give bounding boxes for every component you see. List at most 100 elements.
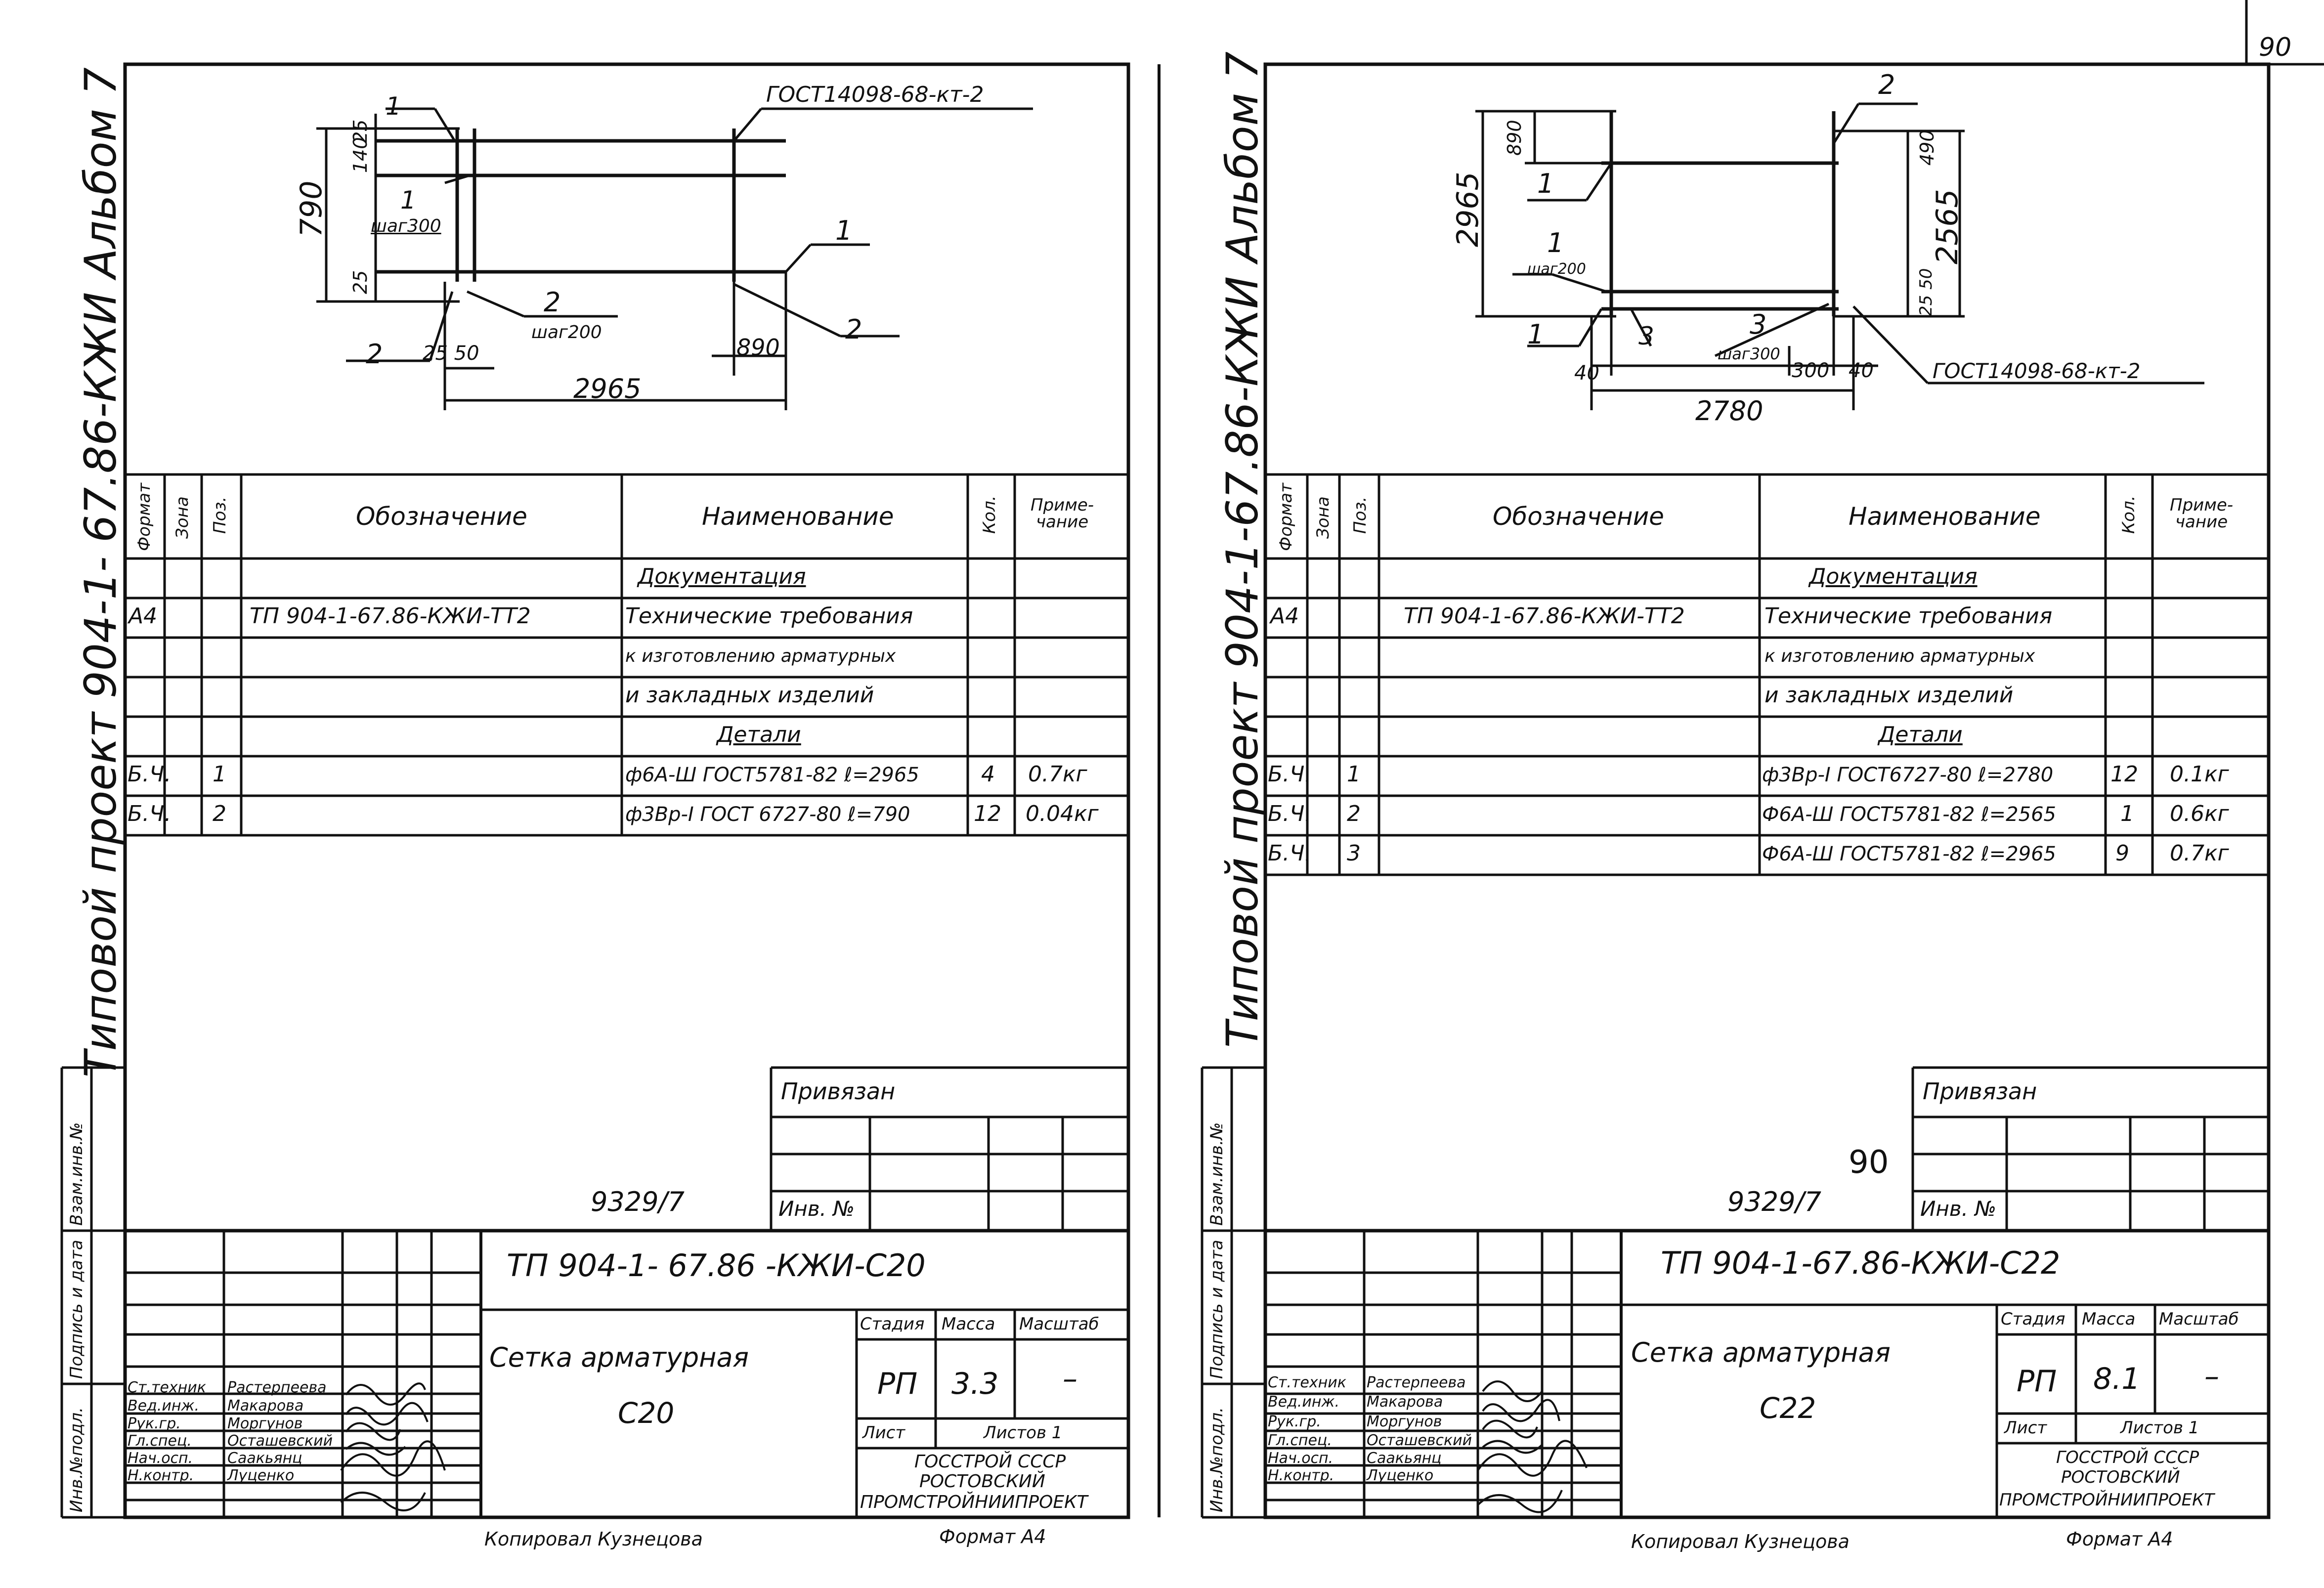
left-row-6-note: 0.04кг: [1026, 801, 1099, 826]
right-hdr-designation: Обозначение: [1493, 502, 1664, 531]
left-pos-1-step: шаг300: [371, 216, 441, 236]
left-role-5: Н.контр.: [128, 1467, 194, 1484]
left-org2: РОСТОВСКИЙ: [919, 1471, 1045, 1492]
left-row-1-format: А4: [129, 603, 158, 629]
right-role-1-name: Макарова: [1367, 1393, 1443, 1411]
right-role-2: Рук.гр.: [1268, 1413, 1321, 1430]
right-org3: ПРОМСТРОЙНИИПРОЕКТ: [1999, 1490, 2215, 1510]
right-drawing-code: ТП 904-1-67.86-КЖИ-С22: [1661, 1245, 2061, 1281]
right-row-7-pos: 3: [1347, 841, 1361, 866]
right-row-2-name: к изготовлению арматурных: [1765, 646, 2035, 666]
right-hdr-note: Приме- чание: [2170, 495, 2234, 532]
right-hdr-name: Наименование: [1849, 502, 2041, 531]
left-role-4-name: Саакьянц: [227, 1450, 302, 1467]
right-pos-1-step: шаг200: [1527, 260, 1586, 278]
right-hdr-format: Формат: [1276, 483, 1296, 551]
right-hdr-zone: Зона: [1313, 496, 1333, 539]
left-pos-2-center: 2: [544, 287, 561, 318]
left-dim-890: 890: [736, 334, 780, 361]
right-row-6-name: Ф6А-Ш ГОСТ5781-82 ℓ=2565: [1762, 803, 2056, 826]
right-row-0-name: Документация: [1809, 564, 1978, 589]
left-role-1: Вед.инж.: [128, 1397, 199, 1415]
left-row-6-format: Б.Ч.: [128, 801, 172, 826]
left-row-6-pos: 2: [213, 801, 226, 826]
left-org3: ПРОМСТРОЙНИИПРОЕКТ: [860, 1492, 1088, 1512]
left-privyazan: Привязан: [781, 1078, 896, 1105]
left-row-3-name: и закладных изделий: [625, 683, 874, 708]
right-row-3-name: и закладных изделий: [1765, 683, 2014, 708]
right-row-4-name: Детали: [1878, 722, 1963, 747]
left-pos-1-right: 1: [835, 215, 853, 246]
right-role-4: Нач.осп.: [1268, 1450, 1334, 1467]
right-role-5: Н.контр.: [1268, 1467, 1334, 1484]
left-sheet-label: Лист: [862, 1423, 905, 1443]
left-pos-2-right: 2: [845, 314, 862, 345]
right-name-line2: С22: [1760, 1391, 1816, 1425]
right-handwritten-number: 90: [1849, 1144, 1889, 1181]
left-row-4-name: Детали: [717, 722, 801, 747]
right-privyazan: Привязан: [1923, 1078, 2037, 1105]
left-sheet-ref: 9329/7: [591, 1186, 685, 1217]
right-row-5-qty: 12: [2110, 762, 2138, 787]
right-dim-2565: 2565: [1930, 189, 1965, 264]
right-role-1: Вед.инж.: [1268, 1393, 1339, 1411]
left-mass: 3.3: [951, 1367, 999, 1401]
right-row-7-name: Ф6А-Ш ГОСТ5781-82 ℓ=2965: [1762, 843, 2056, 865]
left-row-1-designation: ТП 904-1-67.86-КЖИ-ТТ2: [250, 603, 531, 629]
signature-scribbles: [340, 1380, 1588, 1513]
left-role-0-name: Растерпеева: [227, 1379, 327, 1396]
left-org1: ГОССТРОЙ СССР: [914, 1452, 1066, 1472]
right-row-1-designation: ТП 904-1-67.86-КЖИ-ТТ2: [1404, 603, 1685, 629]
left-side-title: Типовой проект 904-1- 67.86-КЖИ Альбом 7: [75, 67, 126, 1077]
left-stamp-label-vzam: Взам.инв.№: [67, 1122, 86, 1226]
right-dim-40-right: 40: [1849, 359, 1874, 382]
right-role-0: Ст.техник: [1268, 1374, 1346, 1391]
right-row-5-name: ф3Вр-I ГОСТ6727-80 ℓ=2780: [1762, 764, 2054, 786]
right-hdr-pos: Поз.: [1350, 496, 1370, 534]
right-stamp-label-inv: Инв.№подл.: [1207, 1407, 1227, 1512]
right-dim-25-50: 25 50: [1916, 268, 1936, 316]
left-inv-no: Инв. №: [778, 1197, 855, 1221]
left-format: Формат А4: [939, 1526, 1046, 1547]
right-dim-300: 300: [1792, 359, 1830, 382]
right-name-line1: Сетка арматурная: [1631, 1337, 1891, 1368]
left-row-5-pos: 1: [213, 762, 226, 787]
left-stage-label: Стадия: [860, 1314, 925, 1334]
left-dim-790: 790: [294, 180, 329, 237]
right-stamp-label-vzam: Взам.инв.№: [1207, 1122, 1227, 1226]
right-stage: РП: [2017, 1364, 2057, 1399]
right-pos-3-step: шаг300: [1718, 344, 1780, 363]
left-hdr-name: Наименование: [702, 502, 894, 531]
right-dim-2965: 2965: [1451, 172, 1485, 247]
left-row-2-name: к изготовлению арматурных: [625, 646, 896, 666]
right-scale-label: Масштаб: [2159, 1309, 2239, 1329]
left-role-1-name: Макарова: [227, 1397, 304, 1415]
left-dim-2965: 2965: [573, 373, 642, 404]
right-pos-1-upper: 1: [1537, 168, 1554, 199]
right-role-5-name: Луценко: [1367, 1467, 1434, 1484]
left-scale: –: [1063, 1362, 1077, 1396]
left-stage: РП: [877, 1367, 918, 1401]
left-scale-label: Масштаб: [1019, 1314, 1099, 1334]
right-copied: Копировал Кузнецова: [1631, 1531, 1850, 1552]
right-row-7-format: Б.Ч.: [1268, 841, 1312, 866]
right-dim-2780: 2780: [1695, 395, 1764, 427]
right-side-title: Типовой проект 904-1-67.86-КЖИ Альбом 7: [1217, 51, 1268, 1048]
left-drawing-code: ТП 904-1- 67.86 -КЖИ-С20: [507, 1247, 926, 1284]
left-row-6-qty: 12: [974, 801, 1001, 826]
left-name-line2: С20: [618, 1396, 675, 1430]
right-row-1-name: Технические требования: [1765, 603, 2053, 629]
left-row-5-note: 0.7кг: [1028, 762, 1087, 787]
left-stamp-label-inv: Инв.№подл.: [67, 1407, 86, 1512]
page-number: 90: [2259, 33, 2292, 62]
left-dim-25-50: 25 50: [423, 342, 479, 365]
left-stamp-label-sign: Подпись и дата: [67, 1240, 86, 1379]
right-dim-890: 890: [1504, 120, 1525, 156]
right-pos-3-center: 3: [1750, 309, 1767, 340]
right-row-6-qty: 1: [2120, 801, 2134, 826]
right-mesh-sketch: [1475, 102, 2204, 410]
right-hdr-qty: Кол.: [2119, 495, 2139, 534]
right-role-3-name: Осташевский: [1367, 1432, 1472, 1449]
left-row-0-name: Документация: [638, 564, 806, 589]
right-row-6-note: 0.6кг: [2170, 801, 2229, 826]
